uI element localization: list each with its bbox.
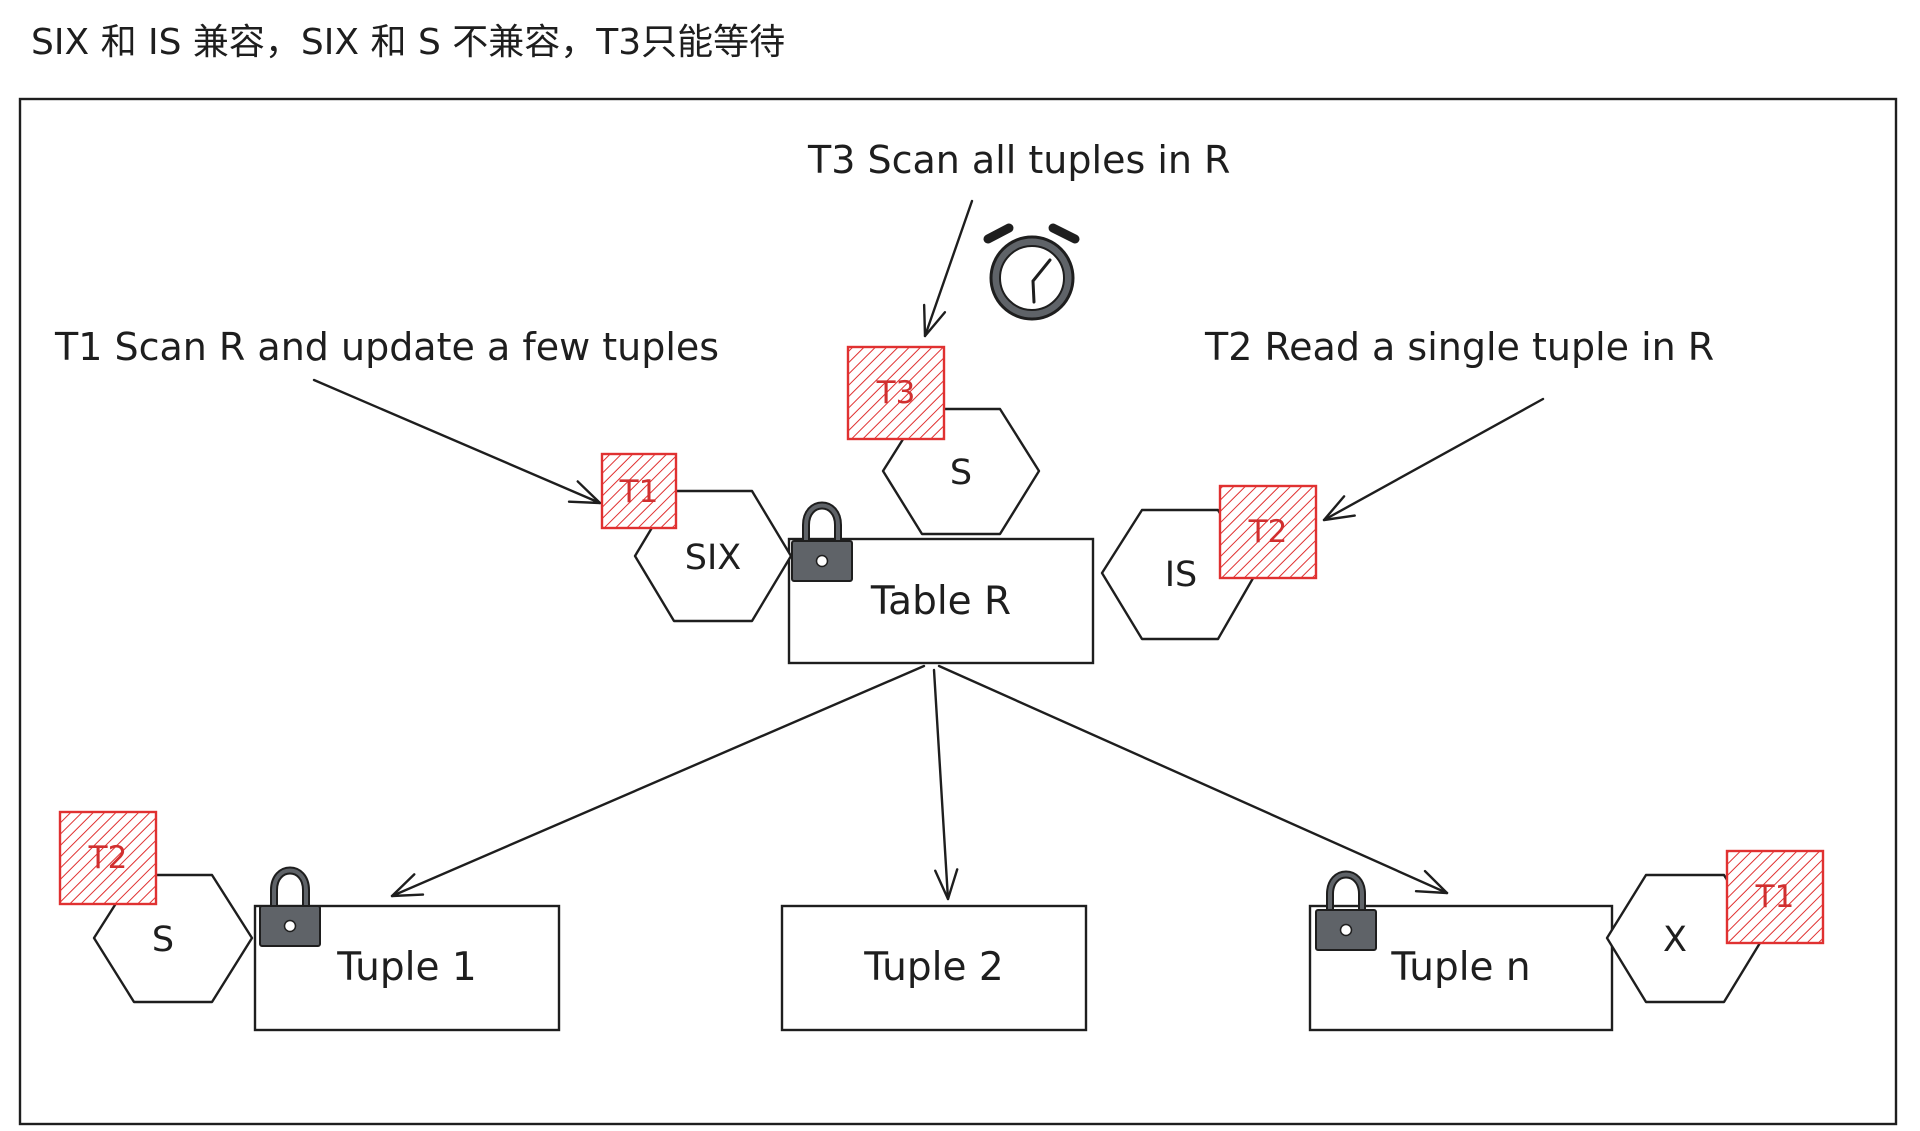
diagram-title: SIX 和 IS 兼容，SIX 和 S 不兼容，T3只能等待 [31,22,785,63]
tuple-n-x-txn-tag [1725,849,1825,945]
table-s-lock-label: S [950,453,972,493]
table-r-label: Table R [870,579,1011,624]
tuple-2-label: Tuple 2 [863,945,1003,990]
table-s-txn-label: T3 [876,375,916,411]
lock-icon [791,501,853,582]
arrow-t2-note [1322,397,1545,522]
tuple-n-label: Tuple n [1390,945,1530,990]
edge-table-to-tuple1 [390,664,926,898]
tuple-n-x-lock-label: X [1663,920,1687,960]
tuple-n-x-txn-label: T1 [1755,879,1795,915]
arrow-t1-note [312,378,602,505]
table-is-txn-tag [1218,484,1318,580]
lock-icon [259,866,321,947]
table-six-lock-label: SIX [685,538,742,578]
tuple-1-s-txn-label: T2 [88,840,128,876]
stopwatch-icon [983,223,1080,321]
table-s-txn-tag [846,345,946,441]
tuple-2-box [780,904,1088,1032]
table-is-txn-label: T2 [1248,514,1288,550]
table-is-lock-label: IS [1165,555,1198,595]
t1-note: T1 Scan R and update a few tuples [54,325,719,369]
table-six-txn-tag [600,452,678,530]
edge-table-to-tuple2 [932,668,959,901]
diagram-frame [18,97,1898,1126]
tuple-1-label: Tuple 1 [336,945,476,990]
arrow-t3-note [922,199,974,338]
edge-table-to-tuplen [937,664,1449,895]
t2-note: T2 Read a single tuple in R [1204,325,1714,369]
tuple-1-s-txn-tag [58,810,158,906]
lock-icon [1315,870,1377,951]
t3-note: T3 Scan all tuples in R [807,138,1230,182]
table-six-txn-label: T1 [619,474,659,510]
tuple-1-s-lock-label: S [152,920,174,960]
